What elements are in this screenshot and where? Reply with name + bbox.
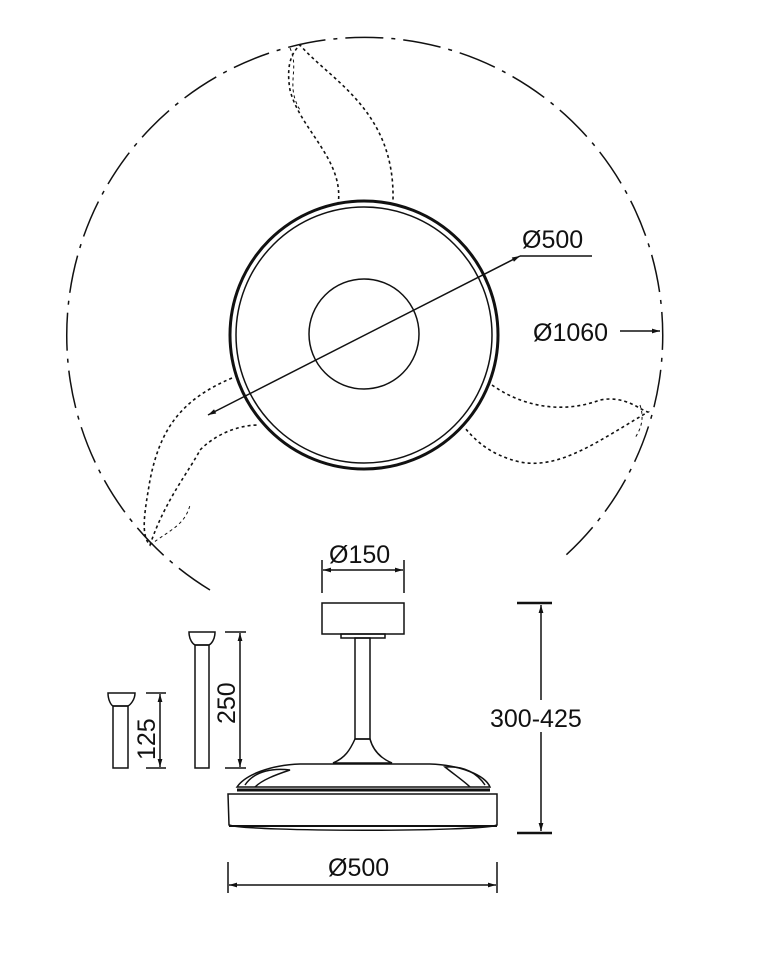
top-diameter-label: Ø500 bbox=[522, 226, 583, 254]
blade-top bbox=[287, 43, 394, 206]
blade-tip-right bbox=[443, 766, 486, 788]
blade-left-inner bbox=[149, 504, 191, 546]
blade-sweep-circle bbox=[66, 36, 664, 591]
downrod-long bbox=[188, 631, 216, 769]
top-view: Ø500 Ø1060 bbox=[66, 36, 664, 591]
canopy bbox=[321, 602, 405, 635]
diameter-500-line bbox=[207, 255, 521, 416]
downrod-short bbox=[107, 692, 136, 769]
motor-housing-neck bbox=[332, 738, 393, 764]
canopy-diameter-label: Ø150 bbox=[329, 541, 390, 569]
downrod bbox=[354, 637, 371, 740]
short-rod-label: 125 bbox=[133, 718, 161, 760]
blade-right bbox=[464, 384, 651, 464]
side-view: Ø150 300-425 Ø500 125 bbox=[107, 541, 582, 893]
fan-body-side bbox=[227, 793, 498, 831]
long-rod-label: 250 bbox=[213, 682, 241, 724]
blade-tip-left bbox=[244, 768, 291, 788]
side-body-diameter-label: Ø500 bbox=[328, 854, 389, 882]
span-diameter-label: Ø1060 bbox=[533, 319, 608, 347]
blade-housing bbox=[235, 763, 492, 788]
blade-left bbox=[143, 377, 259, 547]
blade-right-inner bbox=[634, 404, 643, 439]
height-range-label: 300-425 bbox=[490, 705, 582, 733]
blade-top-inner bbox=[289, 47, 301, 111]
